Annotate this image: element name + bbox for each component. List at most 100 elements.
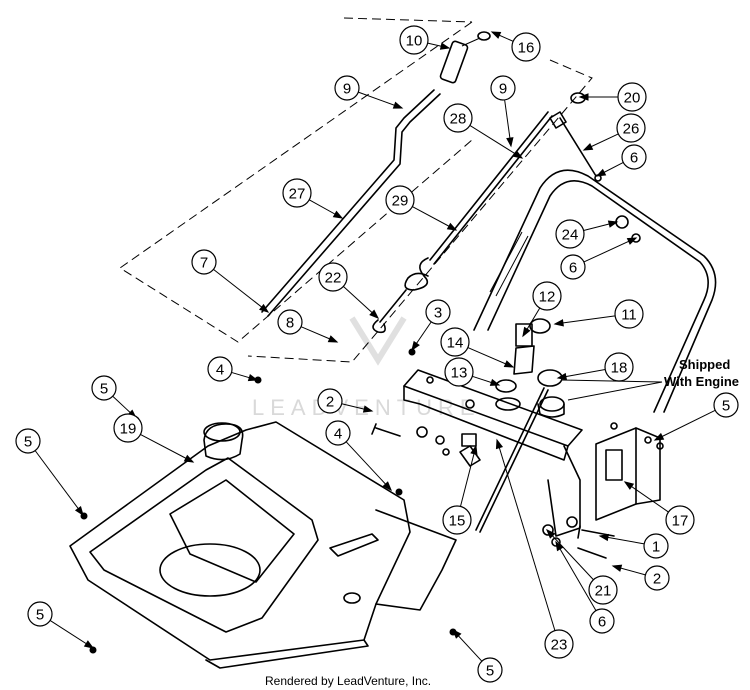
callout-bubble (325, 420, 351, 446)
callout-c18: 18 (556, 352, 634, 382)
callout-label: 6 (598, 614, 606, 631)
callout-arrowhead (489, 378, 501, 386)
callout-c15: 15 (442, 444, 478, 535)
callout-arrowhead (598, 533, 610, 542)
callout-arrowhead (392, 101, 404, 109)
callout-leader (459, 445, 477, 507)
callout-bubble (555, 219, 585, 249)
shipped-note-line2: With Engine (664, 374, 739, 389)
callout-c24: 24 (555, 219, 619, 249)
callout-label: 14 (447, 335, 464, 352)
callout-c3: 3 (411, 299, 451, 352)
callout-bubble (113, 413, 143, 443)
callout-arrowhead (503, 360, 515, 368)
callout-bubble (399, 25, 429, 55)
callout-label: 5 (722, 398, 730, 415)
callout-c21: 21 (546, 528, 618, 605)
callout-label: 5 (100, 381, 108, 398)
callout-arrowhead (411, 340, 420, 352)
callout-label: 17 (672, 513, 689, 530)
callout-leader (140, 434, 194, 463)
callout-bubble (532, 281, 562, 311)
rod-23 (475, 387, 549, 533)
callout-bubble (282, 178, 312, 208)
callout-bubble (588, 575, 618, 605)
callout-arrowhead (490, 31, 502, 39)
callout-c20: 20 (578, 82, 647, 112)
callout-arrowhead (382, 481, 392, 492)
callout-bubble (614, 299, 644, 329)
callout-c1: 1 (598, 533, 669, 559)
callout-label: 5 (486, 663, 494, 680)
callout-c17: 17 (623, 481, 695, 535)
callout-leader (624, 481, 669, 513)
callout-leader (654, 409, 716, 441)
callout-bubble (589, 608, 615, 634)
callout-leader (555, 541, 597, 611)
shipped-note-line1: Shipped (679, 357, 730, 372)
shipped-note: Shipped With Engine (561, 357, 739, 401)
callout-arrowhead (611, 564, 623, 572)
callout-c11: 11 (553, 299, 644, 329)
callout-c28: 28 (443, 103, 524, 159)
callout-arrowhead (626, 237, 638, 245)
callout-leader (554, 315, 616, 325)
callout-c5d: 5 (452, 628, 503, 683)
callout-bubble (617, 82, 647, 112)
callout-c14: 14 (440, 327, 515, 368)
callout-c16: 16 (490, 31, 541, 62)
callout-arrowhead (623, 481, 635, 490)
callout-arrowhead (247, 374, 259, 382)
callout-bubble (440, 327, 470, 357)
callout-label: 9 (499, 81, 507, 98)
callout-arrowhead (327, 335, 339, 343)
callout-label: 2 (326, 394, 334, 411)
callout-c4b: 4 (325, 420, 392, 492)
callout-label: 15 (449, 513, 466, 530)
callout-label: 4 (216, 362, 224, 379)
callout-arrowhead (546, 528, 556, 539)
callout-bubble (425, 299, 451, 325)
callout-bubble (490, 75, 516, 101)
callout-label: 2 (653, 571, 661, 588)
callout-c6b: 6 (560, 237, 638, 280)
callout-label: 22 (325, 270, 342, 287)
rod-29 (372, 111, 553, 334)
callout-bubble (318, 262, 348, 292)
callout-c6c: 6 (555, 540, 615, 634)
cable-10 (439, 31, 491, 84)
callout-bubble (643, 533, 669, 559)
callout-bubble (644, 565, 670, 591)
callout-bubble (713, 392, 739, 418)
callout-c12: 12 (522, 281, 562, 338)
callout-arrowhead (506, 137, 514, 148)
callout-c19: 19 (113, 413, 195, 463)
callout-c5e: 5 (653, 392, 739, 441)
callout-label: 6 (630, 150, 638, 167)
callout-bubble (665, 505, 695, 535)
callout-label: 7 (200, 255, 208, 272)
callout-label: 21 (595, 583, 612, 600)
callout-arrowhead (332, 210, 344, 219)
callout-leader (469, 124, 523, 159)
callout-label: 4 (334, 426, 342, 443)
handle (473, 169, 717, 413)
callout-arrowhead (369, 309, 380, 319)
callout-label: 27 (289, 186, 306, 203)
control-rod-27 (261, 89, 441, 317)
callout-leader (34, 450, 84, 516)
callout-c5c: 5 (27, 601, 95, 649)
callout-arrowhead (653, 432, 665, 441)
callout-bubble (277, 309, 303, 335)
callout-label: 28 (450, 111, 467, 128)
callout-arrowhead (259, 303, 270, 313)
callout-bubble (477, 657, 503, 683)
callout-label: 23 (551, 637, 568, 654)
callout-bubble (511, 32, 541, 62)
callout-label: 26 (623, 121, 640, 138)
callout-c7: 7 (191, 249, 270, 313)
callout-arrowhead (183, 454, 195, 463)
callout-c22: 22 (318, 262, 380, 319)
